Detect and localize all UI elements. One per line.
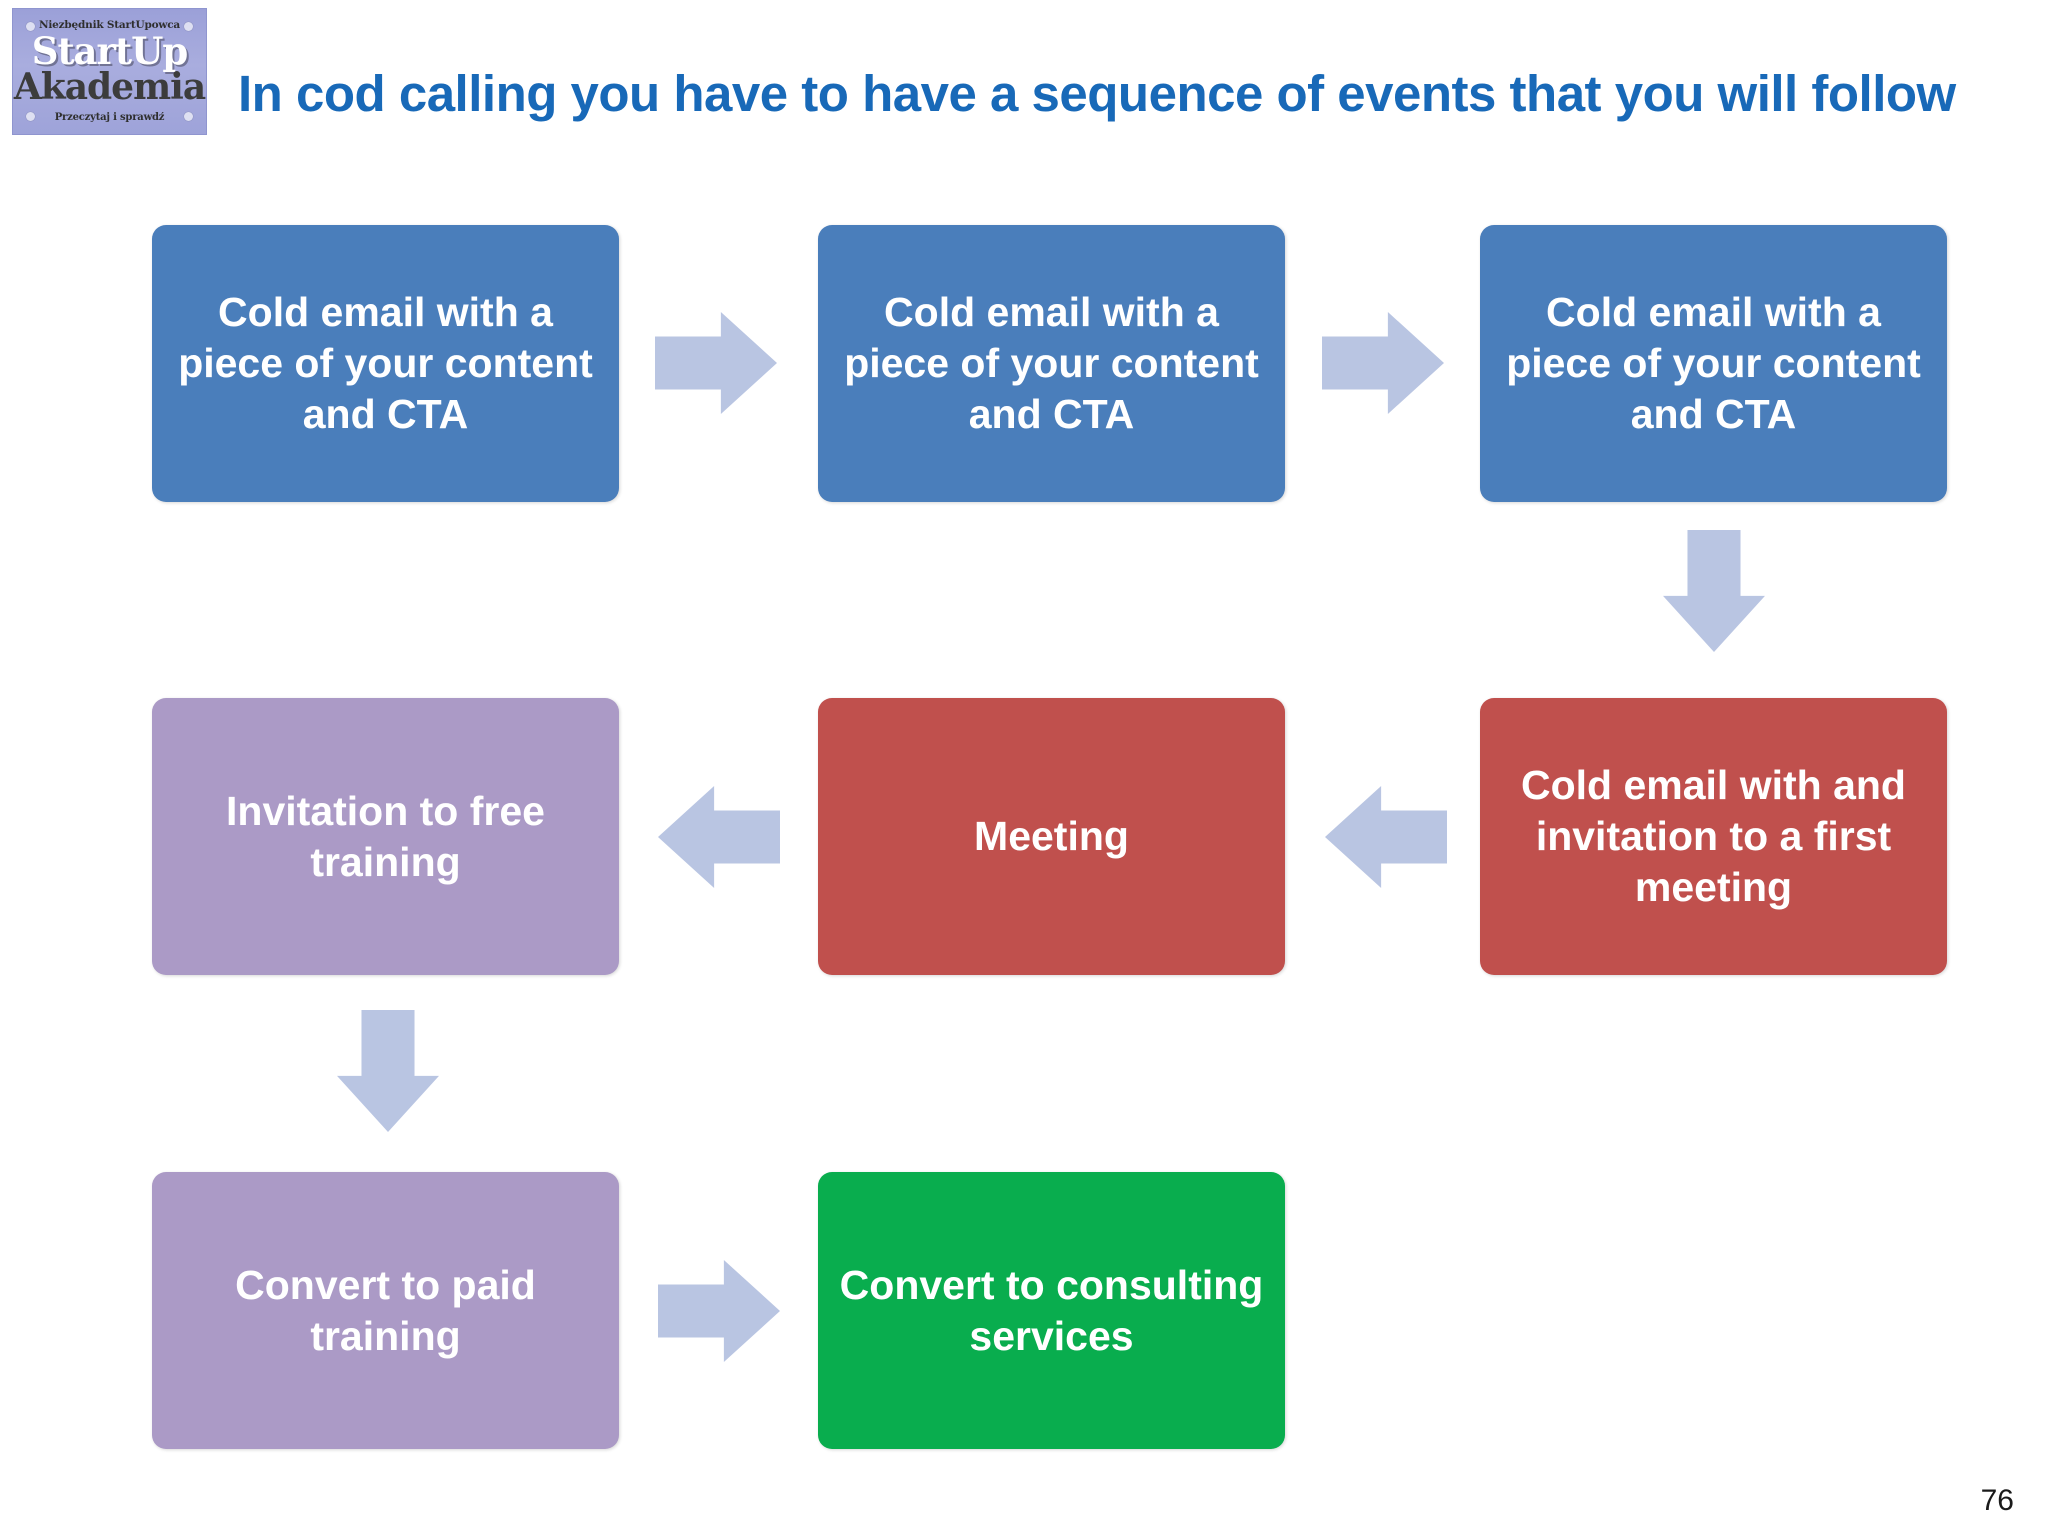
logo-wordmark-line1: StartUp [31, 29, 189, 73]
arrow-left-icon [1325, 786, 1447, 888]
flow-node-convert-to-paid-training[interactable]: Convert to paid training [152, 1172, 619, 1449]
flow-node-cold-email-1[interactable]: Cold email with a piece of your content … [152, 225, 619, 502]
logo-corner-screw-icon [26, 22, 35, 31]
arrow-right-icon [655, 312, 777, 414]
arrow-down-icon [1663, 530, 1765, 652]
flow-node-invitation-free-training[interactable]: Invitation to free training [152, 698, 619, 975]
logo-tagline-top: Niezbędnik StartUpowca [38, 19, 181, 31]
arrow-right-icon [1322, 312, 1444, 414]
flow-node-meeting[interactable]: Meeting [818, 698, 1285, 975]
flow-node-convert-to-consulting-services[interactable]: Convert to consulting services [818, 1172, 1285, 1449]
flow-node-cold-email-2[interactable]: Cold email with a piece of your content … [818, 225, 1285, 502]
logo-corner-screw-icon [184, 22, 193, 31]
logo-corner-screw-icon [26, 112, 35, 121]
logo-wordmark-line2: Akademia [13, 66, 206, 108]
flow-node-cold-email-3[interactable]: Cold email with a piece of your content … [1480, 225, 1947, 502]
arrow-right-icon [658, 1260, 780, 1362]
logo-corner-screw-icon [184, 112, 193, 121]
flow-node-cold-email-invitation-first-meeting[interactable]: Cold email with and invitation to a firs… [1480, 698, 1947, 975]
startup-akademia-logo: Niezbędnik StartUpowca StartUp Akademia … [12, 8, 207, 135]
page-number: 76 [1980, 1484, 2014, 1517]
logo-tagline-bottom: Przeczytaj i sprawdź [54, 112, 165, 123]
slide-title: In cod calling you have to have a sequen… [238, 65, 1956, 123]
arrow-left-icon [658, 786, 780, 888]
arrow-down-icon [337, 1010, 439, 1132]
